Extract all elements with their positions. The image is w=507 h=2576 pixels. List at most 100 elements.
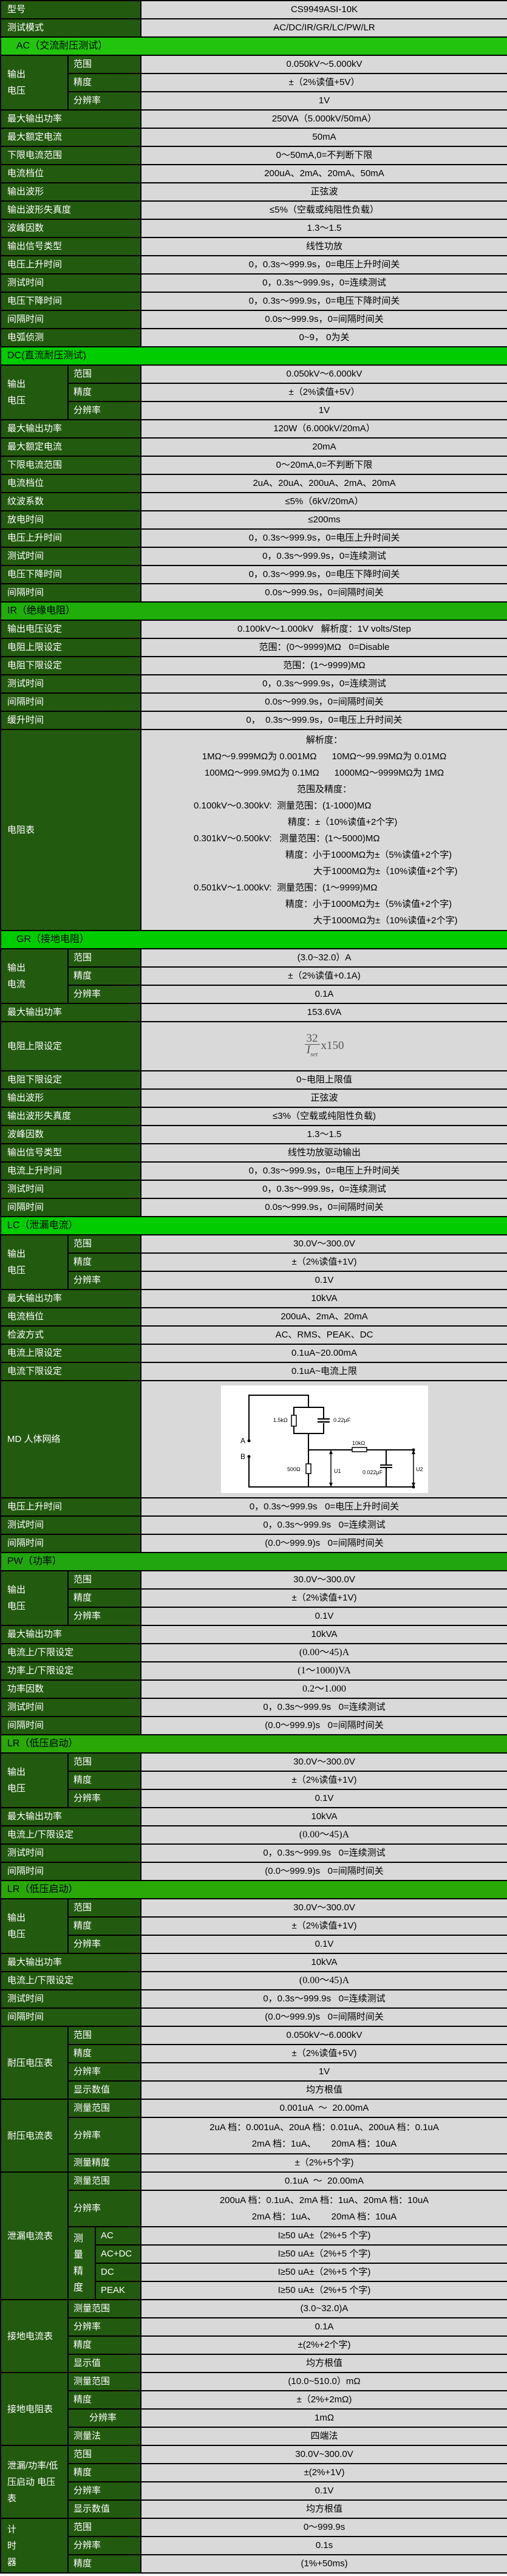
spec-value: 30.0V～300.0V (140, 1570, 507, 1590)
spec-row: 精度±（2%读值+1V) (1, 1771, 507, 1790)
spec-label: 输出波形失真度 (0, 1107, 142, 1126)
sub-label: 分辨率 (67, 401, 142, 420)
md-body-network-diagram: 1.5kΩ 0.22μF A B 10kΩ 500Ω U1 0.022μF U2 (220, 1385, 428, 1493)
spec-row: 精度±(2%+2个字) (1, 2335, 507, 2355)
sub-label: 精度 (67, 2390, 142, 2410)
spec-value: 正弦波 (140, 182, 507, 202)
spec-value: 0.0s～999.9s，0=间隔时间关 (140, 310, 507, 329)
spec-label: 测试时间 (0, 273, 142, 293)
value-line: 1MΩ～9.999MΩ为 0.001MΩ 10MΩ～99.99MΩ为 0.01M… (202, 751, 447, 762)
spec-label: 最大输出功率 (0, 1289, 142, 1308)
sub-label: 分辨率 (67, 2481, 142, 2501)
spec-value: 0.050kV～6.000kV (140, 364, 507, 384)
spec-label: 纹波系数 (0, 492, 142, 511)
spec-value: 0，0.3s～999.9s 0=电压上升时间关 (140, 1497, 507, 1517)
spec-label: 输出波形失真度 (0, 200, 142, 220)
spec-value: 0~9， 0为关 (140, 328, 507, 347)
spec-value: 范围：(1～9999)MΩ (140, 656, 507, 675)
sub-label: 范围 (67, 1752, 142, 1772)
sub-label: 精度 (67, 2044, 142, 2063)
group-label: 计 时 器 (0, 2518, 69, 2574)
spec-row: 显示数值均方根值 (1, 2499, 507, 2519)
spec-row: 输出信号类型线性功放驱动输出 (0, 1143, 507, 1163)
section-header-row: PW（功率） (0, 1552, 507, 1571)
spec-label: 最大输出功率 (0, 1807, 142, 1826)
spec-label: 电流上/下限设定 (0, 1971, 142, 1990)
spec-value: (0.0～999.9)s 0=间隔时间关 (140, 1716, 507, 1735)
spec-row: 精度±（2%读值+0.1A) (1, 966, 507, 986)
section-header: GR（接地电阻） (0, 930, 507, 949)
spec-value: (0.00～45)A (140, 1643, 507, 1662)
denominator-subscript: set (310, 1050, 318, 1058)
label-terminal-b: B (240, 1452, 245, 1461)
spec-row: 测量精度±（2%+5个字) (1, 2153, 507, 2173)
sub-label: 分辨率 (67, 2062, 142, 2082)
spec-value: 0，0.3s～999.9s，0=电压上升时间关 (140, 528, 507, 548)
spec-row: 精度±（2%+2mΩ) (1, 2390, 507, 2410)
label-r2: 10kΩ (352, 1440, 366, 1446)
spec-value: 均方根值 (140, 2499, 507, 2519)
spec-label: 功率上/下限设定 (0, 1661, 142, 1681)
spec-row: 精度±(2%+1V) (1, 2463, 507, 2482)
spec-label: 输出波形 (0, 182, 142, 202)
spec-label: 电流档位 (0, 1307, 142, 1327)
section-header: IR（绝缘电阻） (0, 601, 507, 621)
spec-row: 精度±（2%读值+1V) (1, 1916, 507, 1936)
spec-row: 输出波形失真度≤3%（空载或纯阻性负载) (0, 1107, 507, 1126)
section-header-row: LC（泄漏电流） (0, 1216, 507, 1235)
sub-label: 范围 (67, 364, 142, 384)
sub-label: 显示数值 (67, 2499, 142, 2519)
spec-value: ≤5%（6kV/20mA） (140, 492, 507, 511)
section-header: PW（功率） (0, 1552, 507, 1571)
spec-label: 电压下降时间 (0, 292, 142, 311)
spec-value: (1%+50ms) (140, 2554, 507, 2574)
denominator: Iset (307, 1044, 318, 1060)
spec-label: 测试时间 (0, 674, 142, 694)
spec-value: AC/DC/IR/GR/LC/PW/LR (140, 18, 507, 38)
spec-row: 电流上/下限设定(0.00～45)A (0, 1825, 507, 1845)
spec-label: 最大输出功率 (0, 1003, 142, 1022)
spec-label: 下限电流范围 (0, 456, 142, 475)
value-line: 解析度： (306, 734, 343, 745)
section-header-row: GR（接地电阻） (0, 930, 507, 949)
section-header-row: IR（绝缘电阻） (0, 601, 507, 621)
spec-label: 间隔时间 (0, 1534, 142, 1553)
spec-row: 精度±（2%读值+5V） (1, 73, 507, 92)
spec-value: 0.100kV～1.000kV 解析度：1V volts/Step (140, 620, 507, 639)
spec-value: 10kVA (140, 1289, 507, 1308)
value-line: 精度：±（10%读值+2个字) (288, 816, 398, 827)
spec-value: 0.1A (140, 2317, 507, 2337)
value-line: 大于1000MΩ为±（10%读值+2个字) (313, 915, 458, 926)
spec-label: 型号 (0, 0, 142, 19)
spec-value: 50mA (140, 128, 507, 147)
spec-row: 接地电流表测量范围(3.0~32.0)A (0, 2299, 507, 2373)
sub-label: 测量范围 (67, 2299, 142, 2318)
value-line: 200uA 档：0.1uA、2mA 档：1uA、20mA 档：10uA (219, 2195, 429, 2205)
spec-row: 输出波形正弦波 (0, 1088, 507, 1108)
value-line: 精度：小于1000MΩ为±（5%读值+2个字) (285, 849, 452, 860)
label-terminal-a: A (240, 1437, 245, 1445)
sub-label: 精度 (67, 1588, 142, 1608)
